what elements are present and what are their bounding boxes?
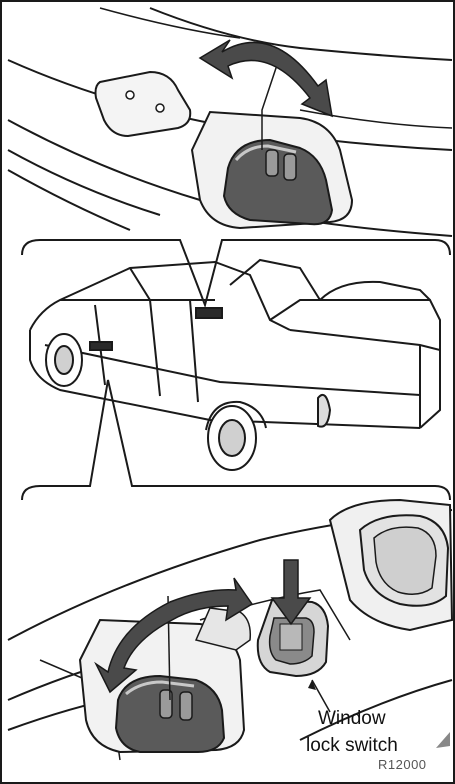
corner-mark [436,732,450,748]
pickup-truck [30,260,440,470]
window-lock-switch-label-line2: lock switch [306,735,398,756]
mounting-plate [96,72,191,136]
trim-line [150,8,452,60]
trim-line [8,170,130,230]
callout-bracket-top [22,240,450,305]
window-lock-switch-label-line1: Window [318,708,386,729]
trim-line [100,8,240,38]
rear-switch-module [330,500,452,630]
curved-double-arrow-icon [200,40,332,116]
figure-reference-code: R12000 [378,757,427,772]
top-detail-panel [8,8,452,236]
